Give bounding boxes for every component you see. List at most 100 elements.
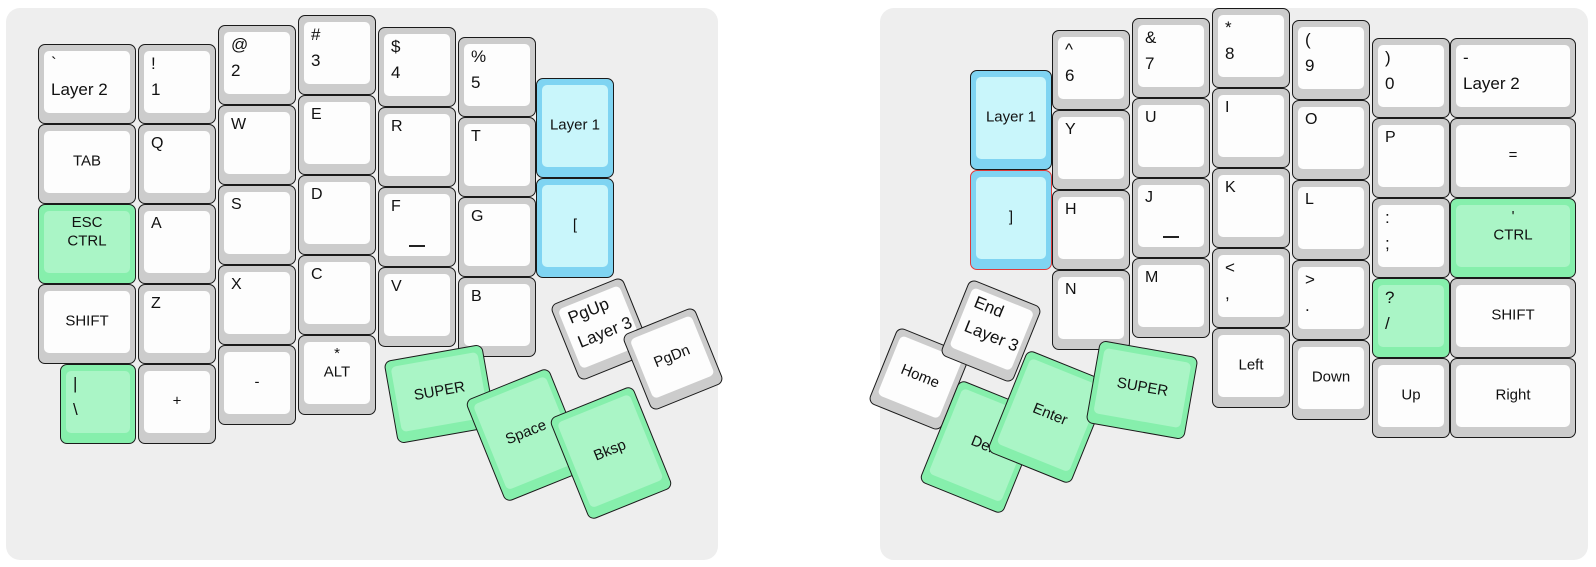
key-face: S [224,192,290,254]
key-lt-comma[interactable]: <, [1212,248,1290,328]
key-u[interactable]: U [1132,98,1210,178]
key-ampersand-7[interactable]: &7 [1132,18,1210,98]
key-e[interactable]: E [298,95,376,175]
key-layer2-minus[interactable]: -Layer 2 [1450,38,1576,118]
key-x[interactable]: X [218,265,296,345]
key-layer1[interactable]: Layer 1 [970,70,1052,170]
key-up[interactable]: Up [1372,358,1450,438]
key-c[interactable]: C [298,255,376,335]
key-face: 'CTRL [1456,205,1570,267]
key-face: :; [1378,205,1444,267]
key-w[interactable]: W [218,105,296,185]
key-legend-main: G [471,208,484,225]
key-z[interactable]: Z [138,284,216,364]
key-percent-5[interactable]: %5 [458,37,536,117]
key-equals[interactable]: = [1450,118,1576,198]
key-legend-main: = [1508,146,1518,164]
key-g[interactable]: G [458,197,536,277]
key-legend-top: | [73,374,78,393]
key-m[interactable]: M [1132,258,1210,338]
key-colon-semicolon[interactable]: :; [1372,198,1450,278]
key-face: I [1218,95,1284,157]
key-face: Layer 1 [976,77,1046,159]
key-caret-6[interactable]: ^6 [1052,30,1130,110]
key-left[interactable]: Left [1212,328,1290,408]
key-face: Left [1218,335,1284,397]
key-face: G [464,204,530,266]
key-s[interactable]: S [218,185,296,265]
key-h[interactable]: H [1052,190,1130,270]
key-t[interactable]: T [458,117,536,197]
key-legend-main: I [1225,99,1230,116]
key-p[interactable]: P [1372,118,1450,198]
key-f[interactable]: F [378,187,456,267]
key-asterisk-8[interactable]: *8 [1212,8,1290,88]
key-q[interactable]: Q [138,124,216,204]
key-dollar-4[interactable]: $4 [378,27,456,107]
key-b[interactable]: B [458,277,536,357]
key-y[interactable]: Y [1052,110,1130,190]
key-r[interactable]: R [378,107,456,187]
key-bracket-left[interactable]: [ [536,178,614,278]
key-down[interactable]: Down [1292,340,1370,420]
key-a[interactable]: A [138,204,216,284]
key-alt-asterisk[interactable]: *ALT [298,335,376,415]
key-j[interactable]: J [1132,178,1210,258]
key-face: %5 [464,44,530,106]
key-face: Y [1058,117,1124,179]
key-face: V [384,274,450,336]
key-layer1[interactable]: Layer 1 [536,78,614,178]
key-bracket-right[interactable]: ] [970,170,1052,270]
key-face: R [384,114,450,176]
key-legend-main: Z [151,295,161,312]
key-face: >. [1298,267,1364,329]
key-legend-top: * [334,345,340,362]
key-legend-main: 3 [311,50,321,70]
key-legend-main: Right [1495,386,1531,404]
key-legend-main: M [1145,269,1159,286]
key-legend-main: T [471,128,481,145]
key-k[interactable]: K [1212,168,1290,248]
key-n[interactable]: N [1052,270,1130,350]
key-quote-ctrl[interactable]: 'CTRL [1450,198,1576,278]
key-question-slash[interactable]: ?/ [1372,278,1450,358]
key-at-2[interactable]: @2 [218,25,296,105]
key-paren-right-0[interactable]: )0 [1372,38,1450,118]
key-legend-main: 4 [391,62,401,82]
key-d[interactable]: D [298,175,376,255]
key-v[interactable]: V [378,267,456,347]
key-shift[interactable]: SHIFT [1450,278,1576,358]
key-face: [ [542,185,608,267]
key-face: D [304,182,370,244]
key-face: C [304,262,370,324]
key-legend-top: @ [231,35,249,54]
key-exclaim-1[interactable]: !1 [138,44,216,124]
key-l[interactable]: L [1292,180,1370,260]
key-face: Right [1456,365,1570,427]
key-right[interactable]: Right [1450,358,1576,438]
key-layer2-grave[interactable]: `Layer 2 [38,44,136,124]
key-super[interactable]: SUPER [1085,339,1199,441]
key-o[interactable]: O [1292,100,1370,180]
key-legend-main: E [311,106,322,123]
key-legend-main: ALT [323,363,351,381]
key-plus[interactable]: + [138,364,216,444]
key-gt-period[interactable]: >. [1292,260,1370,340]
key-face: M [1138,265,1204,327]
key-paren-left-9[interactable]: (9 [1292,20,1370,100]
key-legend-top: * [1225,18,1232,37]
key-face: T [464,124,530,186]
key-shift[interactable]: SHIFT [38,284,136,364]
key-legend-main: D [311,186,323,203]
key-face: Z [144,291,210,353]
key-legend-main: W [231,116,247,133]
key-hash-3[interactable]: #3 [298,15,376,95]
key-pipe-backslash[interactable]: |\ [60,364,136,444]
key-face: SHIFT [1456,285,1570,347]
key-legend-top: : [1385,208,1390,227]
key-i[interactable]: I [1212,88,1290,168]
key-minus[interactable]: - [218,345,296,425]
key-tab[interactable]: TAB [38,124,136,204]
